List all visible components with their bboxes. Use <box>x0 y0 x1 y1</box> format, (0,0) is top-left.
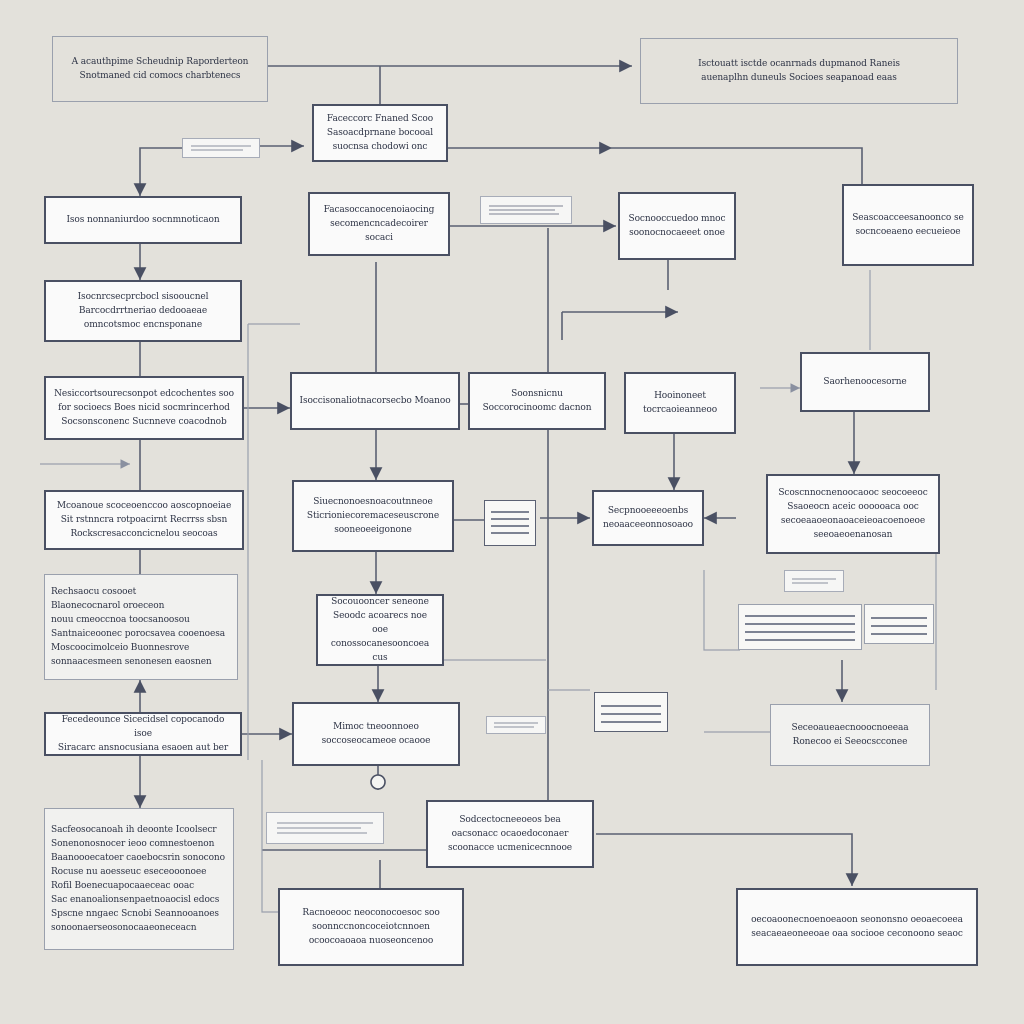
connector-label <box>784 570 844 592</box>
process-node: Hooinoneet tocrcaoieanneoo <box>624 372 736 434</box>
document-icon <box>484 500 536 546</box>
process-node: Sacfeosocanoah ih deoonte Icoolsecr Sone… <box>44 808 234 950</box>
process-node: Isoccisonaliotnacorsecbo Moanoo <box>290 372 460 430</box>
junction-node <box>370 774 386 790</box>
header-left-title-text: A acauthpime Scheudnip Raporderteon Snot… <box>71 57 249 81</box>
process-node-text: oecoaoonecnoenoeaoon seononsno oeoaecoee… <box>751 915 963 939</box>
process-node-text: Secpnooeeeoenbs neoaaceeonnosoaoo <box>603 506 693 530</box>
faint-connector <box>261 760 278 913</box>
connector-label <box>486 716 546 734</box>
connector-label <box>182 138 260 158</box>
process-node-text: Scoscnnocnenoocaooc seocoeeoc Ssaoeocn a… <box>778 488 928 540</box>
header-right-title: Isctouatt isctde ocanrnads dupmanod Rane… <box>640 38 958 104</box>
process-node-text: Racnoeooc neoconocoesoc soo soonnccnonco… <box>302 908 440 946</box>
document-icon <box>864 604 934 644</box>
process-node-text: Soonsnicnu Soccorocinoomc dacnon <box>482 389 592 413</box>
process-node-text: Mimoc tneoonnoeo soccoseocameoe ocaooe <box>321 722 431 746</box>
process-node: Isocnrcsecprcbocl sisooucnel Barcocdrrtn… <box>44 280 242 342</box>
process-node-text: Socnooccuedoo mnoc soonocnocaeeet onoe <box>628 214 726 238</box>
process-node: Scoscnnocnenoocaooc seocoeeoc Ssaoeocn a… <box>766 474 940 554</box>
process-node: Seceoaueaecnooocnoeeaa Ronecoo ei Seeocs… <box>770 704 930 766</box>
process-node-text: Sodcectocneeoeos bea oacsonacc ocaoedoco… <box>447 815 573 853</box>
connector-label <box>266 812 384 844</box>
connector-label <box>480 196 572 224</box>
process-node: oecoaoonecnoenoeaoon seononsno oeoaecoee… <box>736 888 978 966</box>
process-node: Socnooccuedoo mnoc soonocnocaeeet onoe <box>618 192 736 260</box>
process-node-text: Saorhenoocesorne <box>823 377 907 387</box>
connector <box>133 147 182 196</box>
process-node-text: Isoccisonaliotnacorsecbo Moanoo <box>299 396 451 406</box>
process-node: Socouooncer seneone Seoodc acoarecs noe … <box>316 594 444 666</box>
process-node: Siuecnonoesnoacoutnneoe Sticrioniecorema… <box>292 480 454 552</box>
connector <box>596 833 859 886</box>
header-left-title: A acauthpime Scheudnip Raporderteon Snot… <box>52 36 268 102</box>
process-node-text: Rechsaocu cosooet Blaonecocnarol oroeceo… <box>51 587 226 667</box>
process-node-text: Facasoccanocenoiaocing secomencncadecoir… <box>323 205 435 243</box>
process-node: Faceccorc Fnaned Scoo Sasoacdprnane boco… <box>312 104 448 162</box>
process-node-text: Siuecnonoesnoacoutnneoe Sticrioniecorema… <box>306 497 440 535</box>
process-node: Secpnooeeeoenbs neoaaceeonnosoaoo <box>592 490 704 546</box>
connector <box>612 147 863 184</box>
process-node-text: Isocnrcsecprcbocl sisooucnel Barcocdrrtn… <box>77 292 209 330</box>
process-node: Mimoc tneoonnoeo soccoseocameoe ocaooe <box>292 702 460 766</box>
process-node-text: Isos nonnaniurdoo socnmnoticaon <box>66 215 220 225</box>
document-icon <box>738 604 862 650</box>
header-right-title-text: Isctouatt isctde ocanrnads dupmanod Rane… <box>698 59 900 83</box>
process-node: Seascoacceesanoonco se socncoeaeno eecue… <box>842 184 974 266</box>
process-node-text: Faceccorc Fnaned Scoo Sasoacdprnane boco… <box>326 114 434 152</box>
process-node: Isos nonnaniurdoo socnmnoticaon <box>44 196 242 244</box>
process-node: Mcoanoue scoceoenccoo aoscopnoeiae Sit r… <box>44 490 244 550</box>
process-node: Nesiccortsourecsonpot edcochentes soo fo… <box>44 376 244 440</box>
process-node-text: Fecedeounce Sicecidsel copocanodo isoe S… <box>57 715 229 753</box>
process-node: Sodcectocneeoeos bea oacsonacc ocaoedoco… <box>426 800 594 868</box>
process-node-text: Socouooncer seneone Seoodc acoarecs noe … <box>330 597 430 663</box>
document-icon <box>594 692 668 732</box>
process-node: Saorhenoocesorne <box>800 352 930 412</box>
process-node: Soonsnicnu Soccorocinoomc dacnon <box>468 372 606 430</box>
process-node: Facasoccanocenoiaocing secomencncadecoir… <box>308 192 450 256</box>
faint-connector <box>703 570 740 651</box>
process-node-text: Sacfeosocanoah ih deoonte Icoolsecr Sone… <box>51 825 225 933</box>
process-node-text: Hooinoneet tocrcaoieanneoo <box>642 391 718 415</box>
process-node: Racnoeooc neoconocoesoc soo soonnccnonco… <box>278 888 464 966</box>
process-node: Fecedeounce Sicecidsel copocanodo isoe S… <box>44 712 242 756</box>
process-node-text: Seascoacceesanoonco se socncoeaeno eecue… <box>852 213 964 237</box>
process-node-text: Seceoaueaecnooocnoeeaa Ronecoo ei Seeocs… <box>791 723 909 747</box>
process-node-text: Nesiccortsourecsonpot edcochentes soo fo… <box>54 389 234 427</box>
process-node-text: Mcoanoue scoceoenccoo aoscopnoeiae Sit r… <box>56 501 232 539</box>
process-node: Rechsaocu cosooet Blaonecocnarol oroeceo… <box>44 574 238 680</box>
